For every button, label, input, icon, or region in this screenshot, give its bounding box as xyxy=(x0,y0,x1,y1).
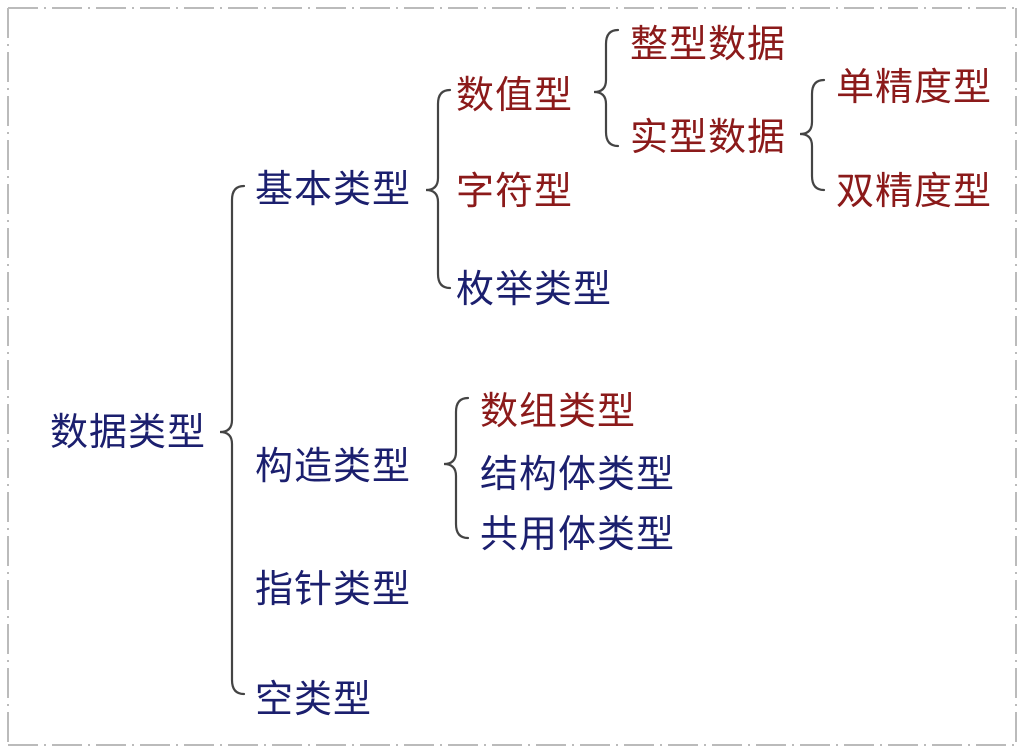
brace-numeric xyxy=(593,28,620,148)
node-pointer: 指针类型 xyxy=(255,567,412,611)
node-void: 空类型 xyxy=(255,677,373,721)
brace-constructed xyxy=(443,396,470,540)
node-union: 共用体类型 xyxy=(480,512,676,556)
brace-real xyxy=(799,78,826,192)
node-single: 单精度型 xyxy=(836,65,993,109)
node-real: 实型数据 xyxy=(630,115,787,159)
node-array: 数组类型 xyxy=(480,389,637,433)
node-double: 双精度型 xyxy=(836,169,993,213)
brace-root xyxy=(219,184,246,696)
node-struct: 结构体类型 xyxy=(480,452,676,496)
node-root: 数据类型 xyxy=(50,410,207,454)
node-enum: 枚举类型 xyxy=(456,267,613,311)
node-basic: 基本类型 xyxy=(255,167,412,211)
node-constructed: 构造类型 xyxy=(255,444,412,488)
node-integer: 整型数据 xyxy=(630,22,787,66)
brace-basic xyxy=(425,88,452,290)
node-numeric: 数值型 xyxy=(456,73,574,117)
node-char: 字符型 xyxy=(456,169,574,213)
